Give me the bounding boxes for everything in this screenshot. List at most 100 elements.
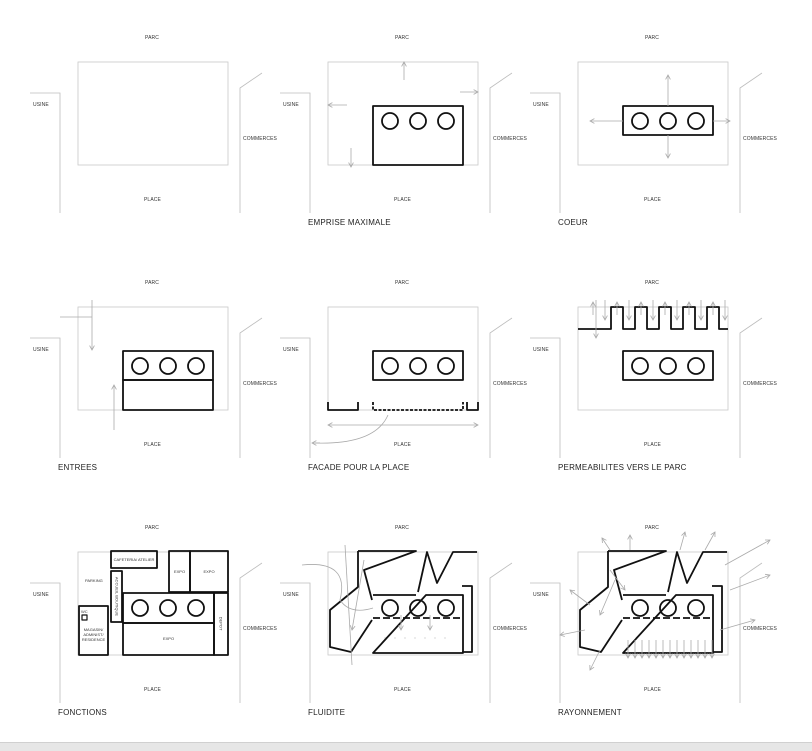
arrow-head: [625, 653, 631, 659]
flow-dot: [434, 637, 436, 639]
usine-label: USINE: [283, 347, 299, 353]
room-label-parking: PARKING: [85, 578, 103, 583]
radiating-arrow: [719, 619, 756, 631]
flow-dot: [394, 637, 396, 639]
void-circle: [687, 357, 705, 375]
arrow-head: [674, 653, 680, 659]
room-depot: [213, 592, 229, 656]
panel-title: EMPRISE MAXIMALE: [308, 218, 391, 227]
arrow-head: [702, 653, 708, 659]
place-label: PLACE: [394, 442, 411, 448]
radiating-arrow: [609, 569, 626, 591]
void-circle: [659, 357, 677, 375]
commerces-edge: [489, 72, 513, 213]
commerces-label: COMMERCES: [493, 136, 527, 142]
wc-icon: [81, 614, 88, 621]
usine-edge: [280, 92, 311, 213]
panel-title: RAYONNEMENT: [558, 708, 622, 717]
parc-label: PARC: [145, 280, 159, 286]
building-lower: [122, 379, 214, 411]
arrow-head: [327, 422, 333, 428]
panel-title: ENTREES: [58, 463, 98, 472]
arrow-head: [601, 537, 607, 544]
arrow-head: [662, 301, 668, 307]
void-circle: [159, 357, 177, 375]
commerces-label: COMMERCES: [243, 626, 277, 632]
void-circle: [381, 599, 399, 617]
place-label: PLACE: [644, 197, 661, 203]
room-label-cafeteria: CAFETERIA/ ATELIER: [113, 556, 155, 562]
building-main: [372, 551, 477, 654]
usine-edge: [280, 582, 311, 703]
void-circle: [659, 599, 677, 617]
flow-dot: [404, 637, 406, 639]
arrow-head: [632, 653, 638, 659]
panel-drawing: [30, 550, 263, 703]
usine-label: USINE: [533, 347, 549, 353]
commerces-edge: [239, 72, 263, 213]
arrow-head: [593, 333, 599, 339]
void-circle: [159, 599, 177, 617]
room-label-expo_2: EXPO: [203, 568, 215, 574]
radiating-arrow: [559, 629, 586, 636]
usine-label: USINE: [33, 592, 49, 598]
building-max-footprint: [372, 105, 464, 166]
arrow-head: [599, 609, 605, 616]
commerces-edge: [489, 562, 513, 703]
arrow-head: [627, 534, 633, 540]
void-circle: [409, 357, 427, 375]
panel-title: FACADE POUR LA PLACE: [308, 463, 410, 472]
arrow-head: [401, 61, 407, 67]
curve-arrow: [314, 414, 389, 444]
room-label-wc: WC: [81, 609, 88, 614]
parc-label: PARC: [645, 280, 659, 286]
room-expo_2: [189, 550, 229, 593]
site-outline: [577, 306, 729, 411]
panel-drawing: [280, 544, 513, 703]
flow-dot: [424, 637, 426, 639]
flow-arrow: [351, 559, 365, 631]
facade-segment: [372, 402, 464, 411]
arrow-head: [639, 653, 645, 659]
commerces-edge: [739, 562, 763, 703]
arrow-head: [327, 102, 333, 108]
arrow-head: [709, 653, 715, 659]
building-core: [622, 105, 714, 136]
panel-drawing: [280, 61, 513, 213]
room-label-expo_bas: EXPO: [162, 636, 175, 641]
usine-edge: [280, 337, 311, 458]
void-circle: [409, 112, 427, 130]
void-circle: [687, 112, 705, 130]
void-circle: [437, 357, 455, 375]
bottom-scrollbar-strip: [0, 742, 812, 751]
radiating-arrow: [679, 531, 686, 551]
building-core: [122, 350, 214, 381]
arrow-head: [589, 118, 595, 124]
room-magasin: [78, 605, 109, 656]
building-core: [122, 592, 215, 624]
arrow-head: [646, 653, 652, 659]
arrow-head: [681, 653, 687, 659]
parc-label: PARC: [395, 280, 409, 286]
room-accueil: [110, 570, 123, 623]
site-outline: [577, 551, 729, 656]
arrow-head: [602, 315, 608, 321]
arrow-head: [725, 118, 731, 124]
void-circle: [187, 357, 205, 375]
usine-label: USINE: [33, 102, 49, 108]
arrow-head: [660, 653, 666, 659]
panel-drawing: [530, 61, 763, 213]
arrow-head: [590, 301, 596, 307]
panel-drawing: [530, 300, 763, 458]
panel-title: PERMEABILITES VERS LE PARC: [558, 463, 687, 472]
void-circle: [437, 112, 455, 130]
place-label: PLACE: [644, 687, 661, 693]
building-core: [372, 350, 464, 381]
commerces-label: COMMERCES: [743, 136, 777, 142]
arrow-head: [348, 162, 354, 168]
